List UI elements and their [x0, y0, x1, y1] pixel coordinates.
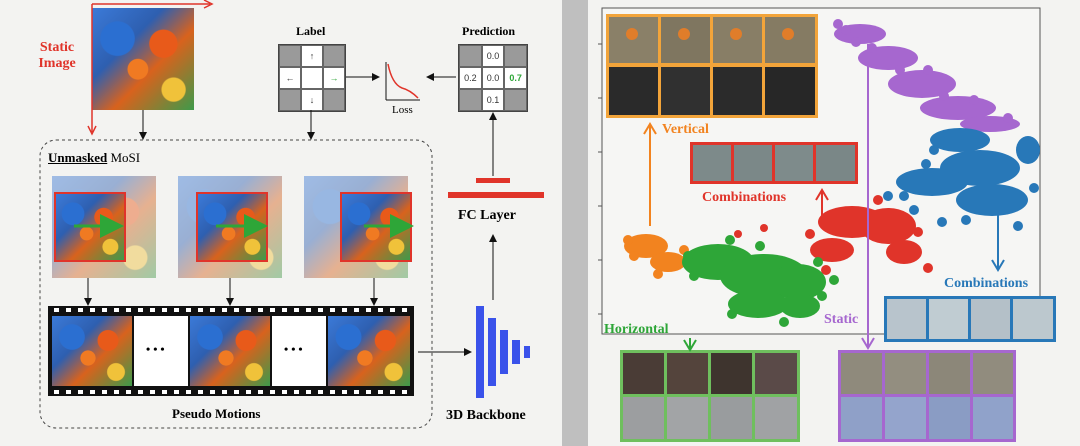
label-title: Label	[296, 24, 326, 38]
static-label-line-2: Image	[38, 56, 76, 71]
static-label: Static	[824, 312, 859, 327]
horizontal-label: Horizontal	[604, 322, 669, 337]
combinations-top-label: Combinations	[702, 190, 787, 205]
pred-up: 0.0	[481, 45, 505, 67]
fc-layer-label: FC Layer	[458, 208, 516, 223]
cluster-static	[833, 19, 1020, 132]
static-label-line-1: Static	[39, 40, 75, 55]
cluster-horizontal	[682, 235, 839, 327]
static-image-label: Static Image	[30, 40, 84, 72]
static-thumbs	[838, 350, 1016, 442]
mosi-pipeline-panel: Static Image Label ↑ ←→ ↓ Loss Predictio…	[0, 0, 562, 446]
film-gap-2	[272, 316, 326, 386]
pred-right: 0.7	[504, 67, 527, 89]
pred-down: 0.1	[481, 89, 505, 111]
horizontal-thumbs	[620, 350, 800, 442]
vertical-label: Vertical	[662, 122, 709, 137]
unmasked-mosi-title: Unmasked MoSI	[48, 150, 140, 166]
combinations-top-thumbs	[690, 142, 858, 184]
film-frame-1	[52, 316, 132, 386]
film-gap-1	[134, 316, 188, 386]
label-grid: ↑ ←→ ↓	[278, 44, 346, 112]
film-frame-2	[190, 316, 270, 386]
pseudo-motions-label: Pseudo Motions	[172, 406, 261, 421]
mosi-word: MoSI	[107, 150, 141, 165]
ellipsis-2: • • •	[284, 342, 303, 356]
cluster-combinations-right	[883, 128, 1040, 231]
pred-left: 0.2	[459, 67, 482, 89]
loss-label: Loss	[392, 104, 413, 116]
backbone-label: 3D Backbone	[446, 408, 526, 423]
film-frame-3	[328, 316, 410, 386]
pred-center: 0.0	[481, 67, 505, 89]
unmasked-word: Unmasked	[48, 150, 108, 165]
static-image	[92, 8, 194, 110]
vertical-thumbs	[606, 14, 818, 118]
prediction-title: Prediction	[462, 24, 516, 38]
combinations-right-label: Combinations	[944, 276, 1029, 291]
combinations-right-thumbs	[884, 296, 1056, 342]
pipeline-lines	[39, 0, 544, 429]
tsne-panel: Vertical Combinations Combinations Horiz…	[588, 0, 1080, 446]
cluster-vertical	[623, 234, 689, 279]
tsne-plot	[598, 7, 1056, 442]
ellipsis-1: • • •	[146, 342, 165, 356]
